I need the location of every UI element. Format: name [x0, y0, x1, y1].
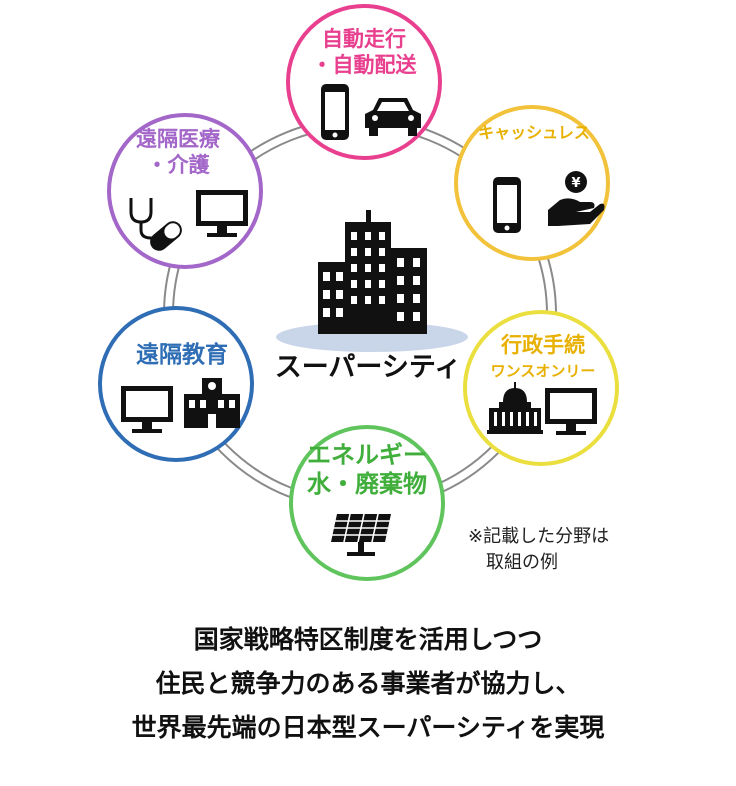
node-circle	[289, 425, 445, 581]
note-line-1: ※記載した分野は	[468, 526, 610, 547]
svg-text:¥: ¥	[571, 176, 580, 191]
node-title: キャッシュレス	[478, 123, 590, 142]
node-subtitle: ・介護	[147, 153, 211, 177]
government-building-icon	[487, 382, 543, 434]
skyscraper-icon	[318, 210, 427, 334]
caption-line-2: 住民と競争力のある事業者が協力し、	[155, 669, 581, 698]
node-title: 遠隔教育	[136, 341, 228, 368]
smartphone-icon	[493, 177, 521, 233]
caption-line-1: 国家戦略特区制度を活用しつつ	[193, 625, 543, 654]
node-energy-water-waste: エネルギー 水・廃棄物	[289, 425, 445, 581]
caption-line-3: 世界最先端の日本型スーパーシティを実現	[131, 713, 605, 742]
node-remote-education: 遠隔教育	[98, 306, 254, 462]
node-title: 遠隔医療	[136, 127, 221, 151]
caption: 国家戦略特区制度を活用しつつ 住民と競争力のある事業者が協力し、 世界最先端の日…	[0, 618, 736, 750]
node-remote-medical-care: 遠隔医療 ・介護	[107, 113, 263, 269]
car-icon	[365, 98, 421, 136]
super-city-center: スーパーシティ	[275, 210, 468, 383]
center-label: スーパーシティ	[275, 352, 462, 383]
node-subtitle: 水・廃棄物	[307, 470, 427, 498]
yen-coin-hand-icon: ¥	[548, 171, 605, 226]
pill-icon	[150, 221, 182, 251]
node-circle	[98, 306, 254, 462]
node-title: エネルギー	[307, 441, 427, 469]
solar-panel-icon	[331, 513, 391, 556]
node-autonomous-driving: 自動走行 ・自動配送	[286, 4, 442, 160]
node-subtitle: ・自動配送	[312, 53, 418, 77]
smartphone-icon	[321, 84, 349, 140]
note: ※記載した分野は 取組の例	[468, 524, 609, 576]
school-building-icon	[184, 378, 240, 428]
node-cashless: キャッシュレス ¥	[454, 105, 610, 261]
node-administrative-procedures: 行政手続 ワンスオンリー	[463, 310, 619, 466]
super-city-diagram: スーパーシティ 自動走行 ・自動配送 キャッシュレス ¥ 行政手続 ワンスオンリ…	[98, 4, 619, 581]
node-subtitle: ワンスオンリー	[491, 362, 596, 380]
note-line-2: 取組の例	[486, 552, 558, 573]
node-title: 自動走行	[322, 27, 406, 51]
node-title: 行政手続	[500, 333, 585, 357]
